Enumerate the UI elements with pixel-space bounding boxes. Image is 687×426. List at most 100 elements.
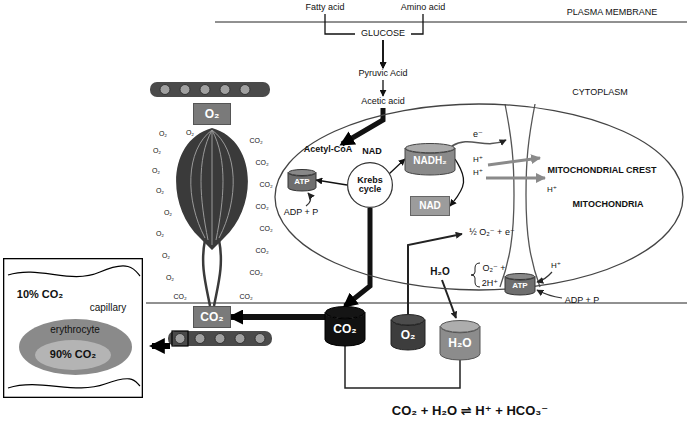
annotation-label: MITOCHONDRIAL CREST	[547, 166, 656, 175]
gas-box-text: CO₂	[200, 311, 223, 324]
capillary-wall	[8, 266, 140, 277]
annotation-label: e⁻	[473, 130, 483, 139]
gas-label: CO₂	[249, 137, 262, 144]
gas-cylinder: O₂	[391, 314, 425, 350]
capillary-wall	[8, 379, 140, 388]
gas-label: O₂	[159, 130, 167, 137]
erythrocyte: erythrocyte90% CO₂	[18, 318, 133, 376]
nadh2-cylinder-top	[406, 144, 455, 153]
blood-cell	[175, 334, 185, 344]
gas-label: CO₂	[255, 203, 268, 210]
gas-label: O₂	[152, 167, 160, 174]
annotation-label: H⁺	[473, 156, 483, 164]
nadh2-cylinder: NADH₂	[405, 143, 455, 175]
blood-cell	[220, 85, 230, 95]
flow-arrow	[382, 80, 383, 96]
gas-cylinder-text: O₂	[401, 329, 416, 342]
metabolite-label: Acetyl-CoA	[300, 144, 356, 156]
mitochondrion-text: MITOCHONDRIA	[573, 200, 644, 209]
gas-label: CO₂	[249, 269, 262, 276]
substrate-label: GLUCOSE	[355, 28, 411, 40]
atp-cylinder-text: ATP	[512, 282, 527, 290]
gas-label: CO₂	[259, 181, 272, 188]
water-cylinder-text: H₂O	[448, 337, 471, 350]
inset-box-text: capillary	[90, 303, 127, 314]
erythrocyte-shape	[19, 319, 132, 375]
annotation-label: ADP + P	[284, 208, 319, 217]
substrate-label: Amino acid	[398, 2, 448, 14]
annotation-label: O₂⁻ +	[482, 264, 505, 273]
annotation-label: H₂O	[430, 267, 449, 277]
gas-box-shape	[194, 104, 231, 125]
gas-cylinder: CO₂	[325, 306, 365, 346]
oxygen-arrow	[408, 234, 462, 314]
proton-arrow	[488, 158, 540, 165]
crest-wall	[500, 104, 514, 287]
zoom-arrow	[152, 343, 170, 349]
blood-cell	[200, 85, 210, 95]
flow-arrow	[382, 40, 383, 68]
gas-label: CO₂	[255, 247, 268, 254]
equation-label: CO₂ + H₂O ⇌ H⁺ + HCO₃⁻	[392, 404, 548, 417]
electron-arrow	[452, 140, 506, 146]
crest-wall	[526, 104, 540, 287]
brace	[471, 263, 480, 287]
flow-arrow-thick	[345, 208, 370, 306]
gas-box-text: O₂	[205, 108, 220, 121]
water-cylinder-top	[441, 321, 480, 333]
proton-arrow	[537, 272, 552, 282]
metabolite-label-text: Acetic acid	[361, 97, 405, 106]
water-arrow	[442, 280, 456, 318]
water-cylinder: H₂O	[440, 320, 480, 360]
annotation-label: 2H⁺	[482, 279, 498, 288]
inset-box-text: 10% CO₂	[17, 289, 63, 301]
gas-label: O₂	[156, 187, 164, 194]
plasma-membrane-line	[215, 22, 687, 23]
annotation-label: H⁺	[547, 186, 557, 194]
nad-box-text: NAD	[419, 201, 441, 212]
erythrocyte-text: 90% CO₂	[50, 349, 96, 361]
capillary-vessel	[150, 82, 270, 97]
gas-label: O₂	[156, 230, 164, 237]
flow-arrow-thick	[231, 314, 325, 320]
atp-cylinder-top	[289, 170, 316, 176]
gas-label: O₂	[162, 252, 170, 259]
krebs-cycle-circle: Krebs cycle	[347, 162, 393, 208]
flow-arrow	[383, 14, 423, 68]
inset-box: erythrocyte90% CO₂ 10% CO₂ capillary	[3, 258, 143, 398]
gas-box-shape	[194, 307, 231, 328]
flow-arrow	[389, 159, 405, 174]
capillary-branch	[212, 130, 223, 240]
atp-cylinder: ATP	[288, 169, 316, 191]
capillary-branch	[201, 130, 212, 240]
atp-cylinder-top	[506, 274, 535, 280]
substrate-label-text: Fatty acid	[305, 3, 344, 12]
flow-arrow	[325, 14, 383, 68]
substrate-label-text: GLUCOSE	[361, 29, 405, 38]
gas-cylinder-text: CO₂	[333, 323, 356, 336]
gas-label: CO₂	[255, 159, 268, 166]
gas-label: O₂	[164, 209, 172, 216]
adp-arrow	[306, 193, 311, 206]
nad-box: NAD	[410, 196, 450, 216]
annotation-label: H⁺	[473, 169, 483, 177]
zoom-square	[172, 331, 188, 346]
annotation-label: ½ O₂⁻ + e⁻	[469, 228, 514, 237]
capillary-branch	[203, 240, 210, 306]
gas-label: CO₂	[259, 225, 272, 232]
flow-arrow	[316, 180, 347, 185]
blood-cell	[235, 334, 245, 344]
annotation-label: PLASMA MEMBRANE	[567, 8, 658, 17]
inset-box-shape	[4, 259, 143, 398]
gas-label: CO₂	[239, 293, 252, 300]
gas-label: O₂	[153, 147, 161, 154]
krebs-cycle-circle-text: Krebs cycle	[350, 176, 390, 195]
blood-cell	[240, 85, 250, 95]
annotation-label: CYTOPLASM	[572, 88, 627, 97]
cytoplasm-ellipse	[35, 340, 111, 370]
capillary-branch	[214, 240, 221, 306]
metabolite-label: Pyruvic Acid	[350, 68, 416, 80]
krebs-cycle-circle-shape	[348, 163, 393, 208]
metabolite-label: Acetic acid	[352, 96, 414, 108]
atp-cylinder-text: ATP	[294, 178, 309, 186]
